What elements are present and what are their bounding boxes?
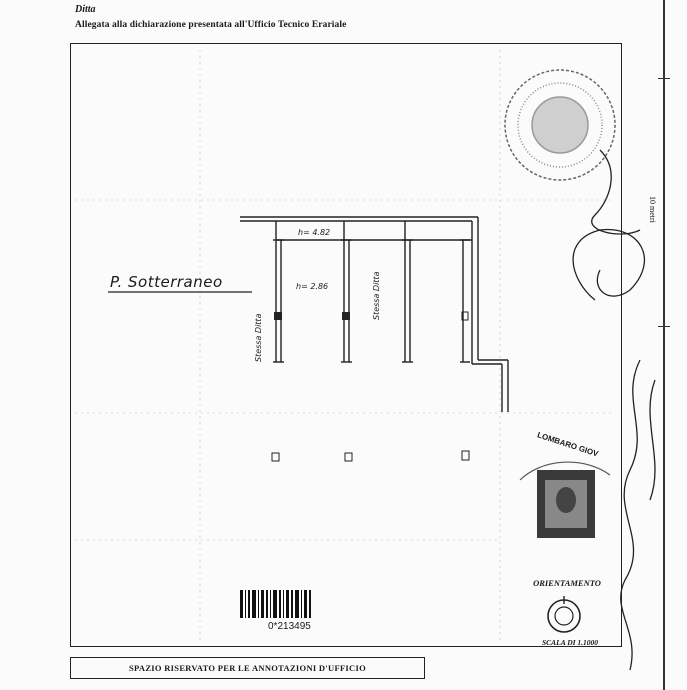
annotations-box — [70, 657, 425, 679]
height-label-2: h= 2.86 — [296, 282, 329, 291]
annotations-label: SPAZIO RISERVATO PER LE ANNOTAZIONI D'UF… — [129, 663, 366, 673]
orientation-label: ORIENTAMENTO — [533, 578, 601, 588]
official-stamp — [519, 461, 611, 538]
floor-label: P. Sotterraneo — [110, 273, 223, 291]
scale-tick-bottom — [658, 326, 670, 327]
guide-lines — [75, 50, 615, 640]
circular-stamp — [504, 69, 616, 181]
scale-label: SCALA DI 1.1000 — [541, 638, 599, 647]
plan-walls — [240, 216, 509, 412]
allegata-heading: Allegata alla dichiarazione presentata a… — [75, 20, 347, 30]
pillar-outlines — [271, 311, 470, 462]
stessa-ditta-label-1: Stessa Ditta — [254, 313, 263, 362]
height-label-1: h= 4.82 — [298, 228, 331, 237]
ditta-label: Ditta — [75, 4, 96, 15]
plan-frame — [70, 43, 622, 647]
barcode-number: 0*213495 — [268, 621, 311, 632]
compass-icon — [547, 596, 581, 633]
handwritten-signature — [572, 149, 656, 671]
scale-rule — [663, 0, 665, 690]
stessa-ditta-label-2: Stessa Ditta — [372, 271, 381, 320]
pillars — [274, 312, 350, 320]
barcode — [240, 590, 311, 618]
scale-tick-top — [658, 78, 670, 79]
